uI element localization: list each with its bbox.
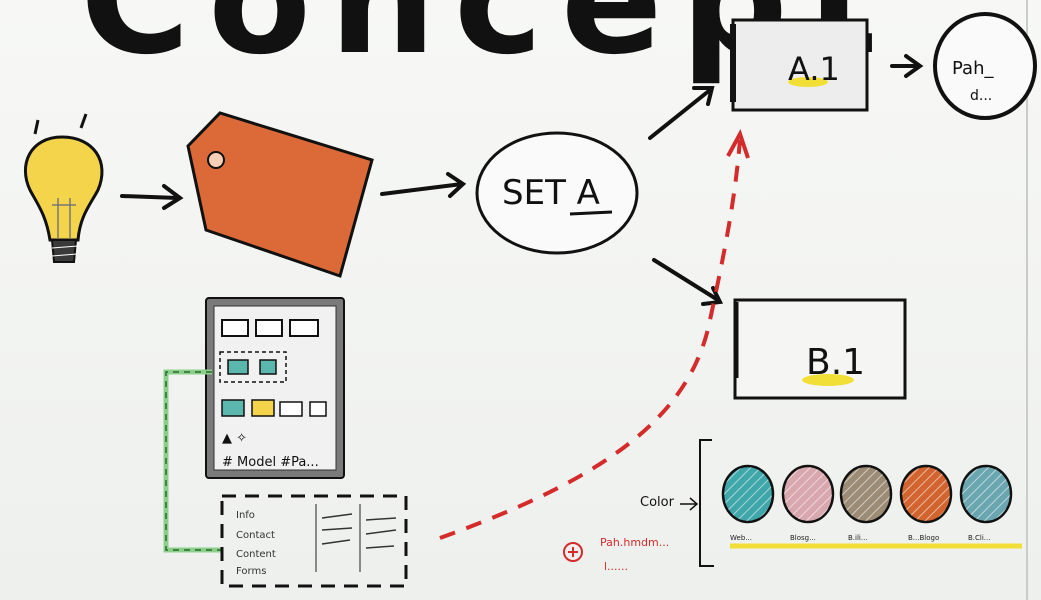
swatch-hatch — [842, 467, 890, 521]
pah-label-line2: d... — [970, 88, 992, 104]
swatch-row: Web... Blosg... B.ili... B...Blogo B.Cli... — [721, 464, 1013, 542]
red-note-line2: l...... — [604, 560, 628, 573]
box-a1: A.1 — [730, 18, 869, 112]
wireframe-tablet: ▲ ✧ # Model #Pa... — [205, 297, 345, 479]
colors-label: Color — [640, 495, 675, 510]
wireframe-caption: # Model #Pa... — [222, 455, 319, 470]
pah-node: Pah_ d... — [933, 12, 1037, 120]
tag-icon — [186, 111, 374, 278]
swatch-hatch — [902, 467, 950, 521]
swatch-caption: Web... — [730, 534, 752, 542]
pah-label-line1: Pah_ — [952, 58, 994, 79]
dashed-content-box: Info Contact Content Forms — [220, 494, 408, 588]
red-dashed-arrow — [439, 129, 750, 540]
lightbulb-icon — [24, 113, 104, 263]
swatch-hatch — [724, 467, 772, 521]
list-item-info: Info — [236, 510, 255, 521]
arrow-set-to-a1 — [648, 86, 715, 140]
set-a-label: SET A — [502, 173, 600, 213]
box-b1: B.1 — [733, 298, 907, 400]
svg-text:▲ ✧: ▲ ✧ — [222, 431, 247, 446]
swatch-caption: B.ili... — [848, 534, 868, 542]
arrow-tag-to-set — [380, 172, 467, 198]
swatch-caption: B.Cli... — [968, 534, 990, 542]
box-b1-label: B.1 — [806, 342, 865, 383]
list-item-content: Content — [236, 549, 276, 560]
list-item-contact: Contact — [236, 530, 275, 541]
swatch-hatch — [962, 467, 1010, 521]
red-note-line1: Pah.hmdm... — [600, 536, 669, 549]
swatch-hatch — [784, 467, 832, 521]
list-item-forms: Forms — [236, 566, 266, 577]
box-a1-label: A.1 — [788, 50, 840, 88]
arrow-a1-to-pah — [890, 54, 924, 78]
arrow-set-to-b1 — [652, 258, 724, 306]
set-a-node: SET A — [475, 131, 639, 255]
swatch-caption: Blosg... — [790, 534, 816, 542]
colors-section: Color Web... Blosg... B.ili... B...Blogo B.C… — [640, 439, 1022, 567]
arrow-bulb-to-tag — [120, 184, 184, 210]
red-note: Pah.hmdm... l...... — [563, 536, 669, 573]
swatch-caption: B...Blogo — [908, 534, 939, 542]
